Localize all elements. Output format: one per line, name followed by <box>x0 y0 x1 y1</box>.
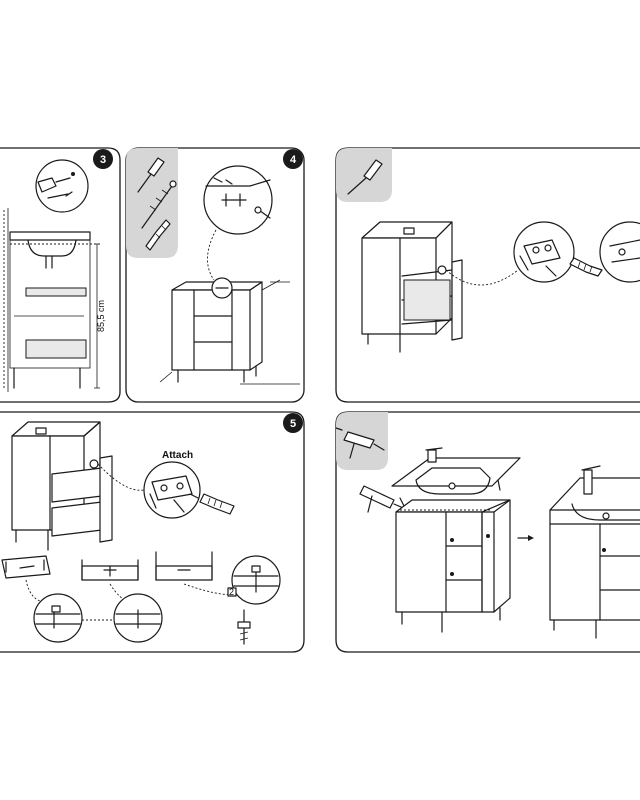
hinge-detail-1 <box>513 221 575 283</box>
attach-label: Attach <box>162 450 193 461</box>
hinge-detail-2 <box>599 221 640 283</box>
wall-screw-detail <box>203 165 273 235</box>
screwdriver-icon <box>569 257 603 277</box>
panel-adjust <box>335 147 640 403</box>
step-number-3: 3 <box>100 154 106 166</box>
basin-top <box>391 447 521 495</box>
step-number-5: 5 <box>290 418 296 430</box>
screw-icon <box>141 180 177 229</box>
panel-step-5: 5 Attach <box>0 411 305 653</box>
step-number-badge <box>283 149 303 169</box>
silicone-gun-icon <box>335 427 385 459</box>
cabinet-open-door <box>361 221 463 353</box>
wall-plug-icon <box>145 219 171 251</box>
step-number-4: 4 <box>290 154 297 166</box>
vanity-cabinet <box>171 277 281 383</box>
panel-step-3: 3 85,5 cm <box>0 147 121 403</box>
small-step-number: 2 <box>229 587 234 597</box>
rail-detail-3 <box>231 555 281 605</box>
assembled-vanity <box>549 465 640 639</box>
height-dimension: 85,5 cm <box>96 300 106 332</box>
arrow-right-icon <box>517 535 534 541</box>
cabinet-side-view <box>9 231 100 389</box>
step-number-badge <box>93 149 113 169</box>
rail-detail-1 <box>33 593 83 643</box>
attach-detail <box>143 461 201 519</box>
screw-icon <box>237 609 251 645</box>
screwdriver-icon <box>347 159 383 195</box>
screwdriver-icon <box>189 493 235 515</box>
panel-mount-sink <box>335 411 640 653</box>
panel-step-4: 4 <box>125 147 305 403</box>
step-number-badge <box>283 413 303 433</box>
rail-detail-2 <box>82 593 163 643</box>
vanity-cabinet <box>395 499 511 633</box>
screwdriver-icon <box>137 157 165 193</box>
drawer-sequence <box>1 551 243 603</box>
cabinet-drawers-door <box>11 421 113 551</box>
drill-detail <box>35 159 89 213</box>
